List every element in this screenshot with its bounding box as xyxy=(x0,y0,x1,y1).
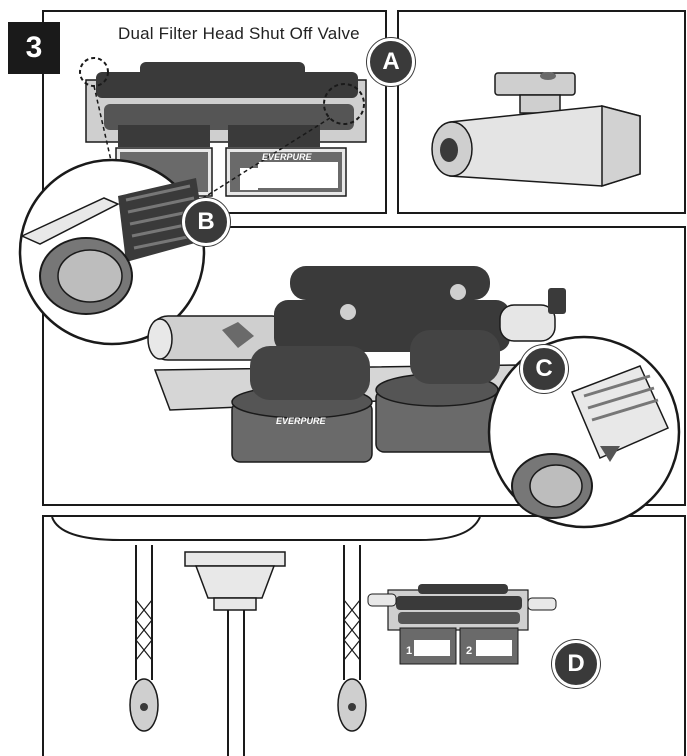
brand-label-panel-a: EVERPURE xyxy=(262,152,313,162)
callout-d: D xyxy=(552,640,600,688)
callout-b: B xyxy=(182,198,230,246)
thread-detail-magnifier xyxy=(18,158,206,346)
under-sink-drawing xyxy=(51,516,557,756)
brand-label-panel-c: EVERPURE xyxy=(276,416,327,426)
canister-number-1-small: 1 xyxy=(406,645,412,657)
fitting-detail-magnifier xyxy=(487,335,681,529)
assembly-drawing xyxy=(147,266,566,463)
canister-number-2-small: 2 xyxy=(466,645,472,657)
callout-a: A xyxy=(367,38,415,86)
callout-c: C xyxy=(520,345,568,393)
step-number-badge: 3 xyxy=(8,22,60,74)
canister-number-2: 2 xyxy=(240,175,249,192)
shut-off-valve-drawing xyxy=(431,72,641,188)
page-title: Dual Filter Head Shut Off Valve xyxy=(118,24,360,43)
